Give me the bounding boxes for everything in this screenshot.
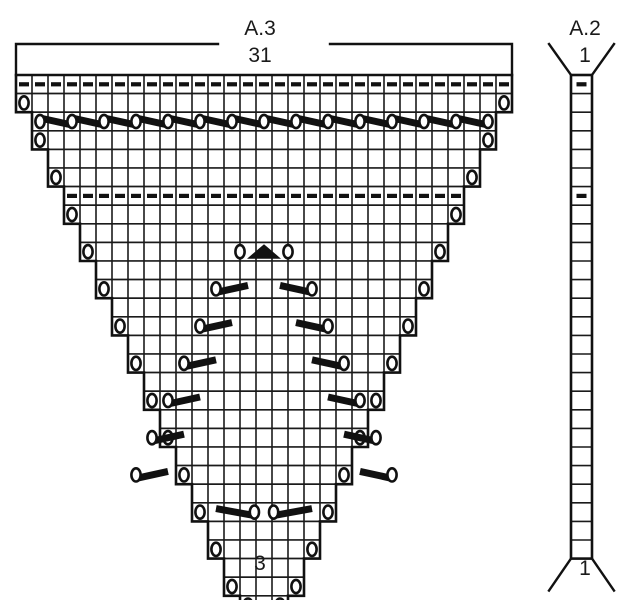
a3-grid [14,73,514,600]
a2-chart-title: A.2 [569,17,601,40]
a3-centre-motif [130,243,398,520]
a3-yarn-over-symbols [18,95,510,600]
a2-grid [569,73,594,560]
a3-purl-symbols [19,82,509,198]
a3-chart-title: A.3 [244,17,276,40]
a3-repeat-bracket [14,42,514,77]
a2-purl-symbols [576,82,587,198]
a3-top-stitch-count: 31 [248,44,272,67]
a2-repeat-bracket [547,42,616,593]
a3-decrease-band-row3 [34,113,494,130]
a2-bottom-stitch-count: 1 [579,557,591,580]
a3-bottom-stitch-count: 3 [254,552,266,575]
a2-top-stitch-count: 1 [579,44,591,67]
